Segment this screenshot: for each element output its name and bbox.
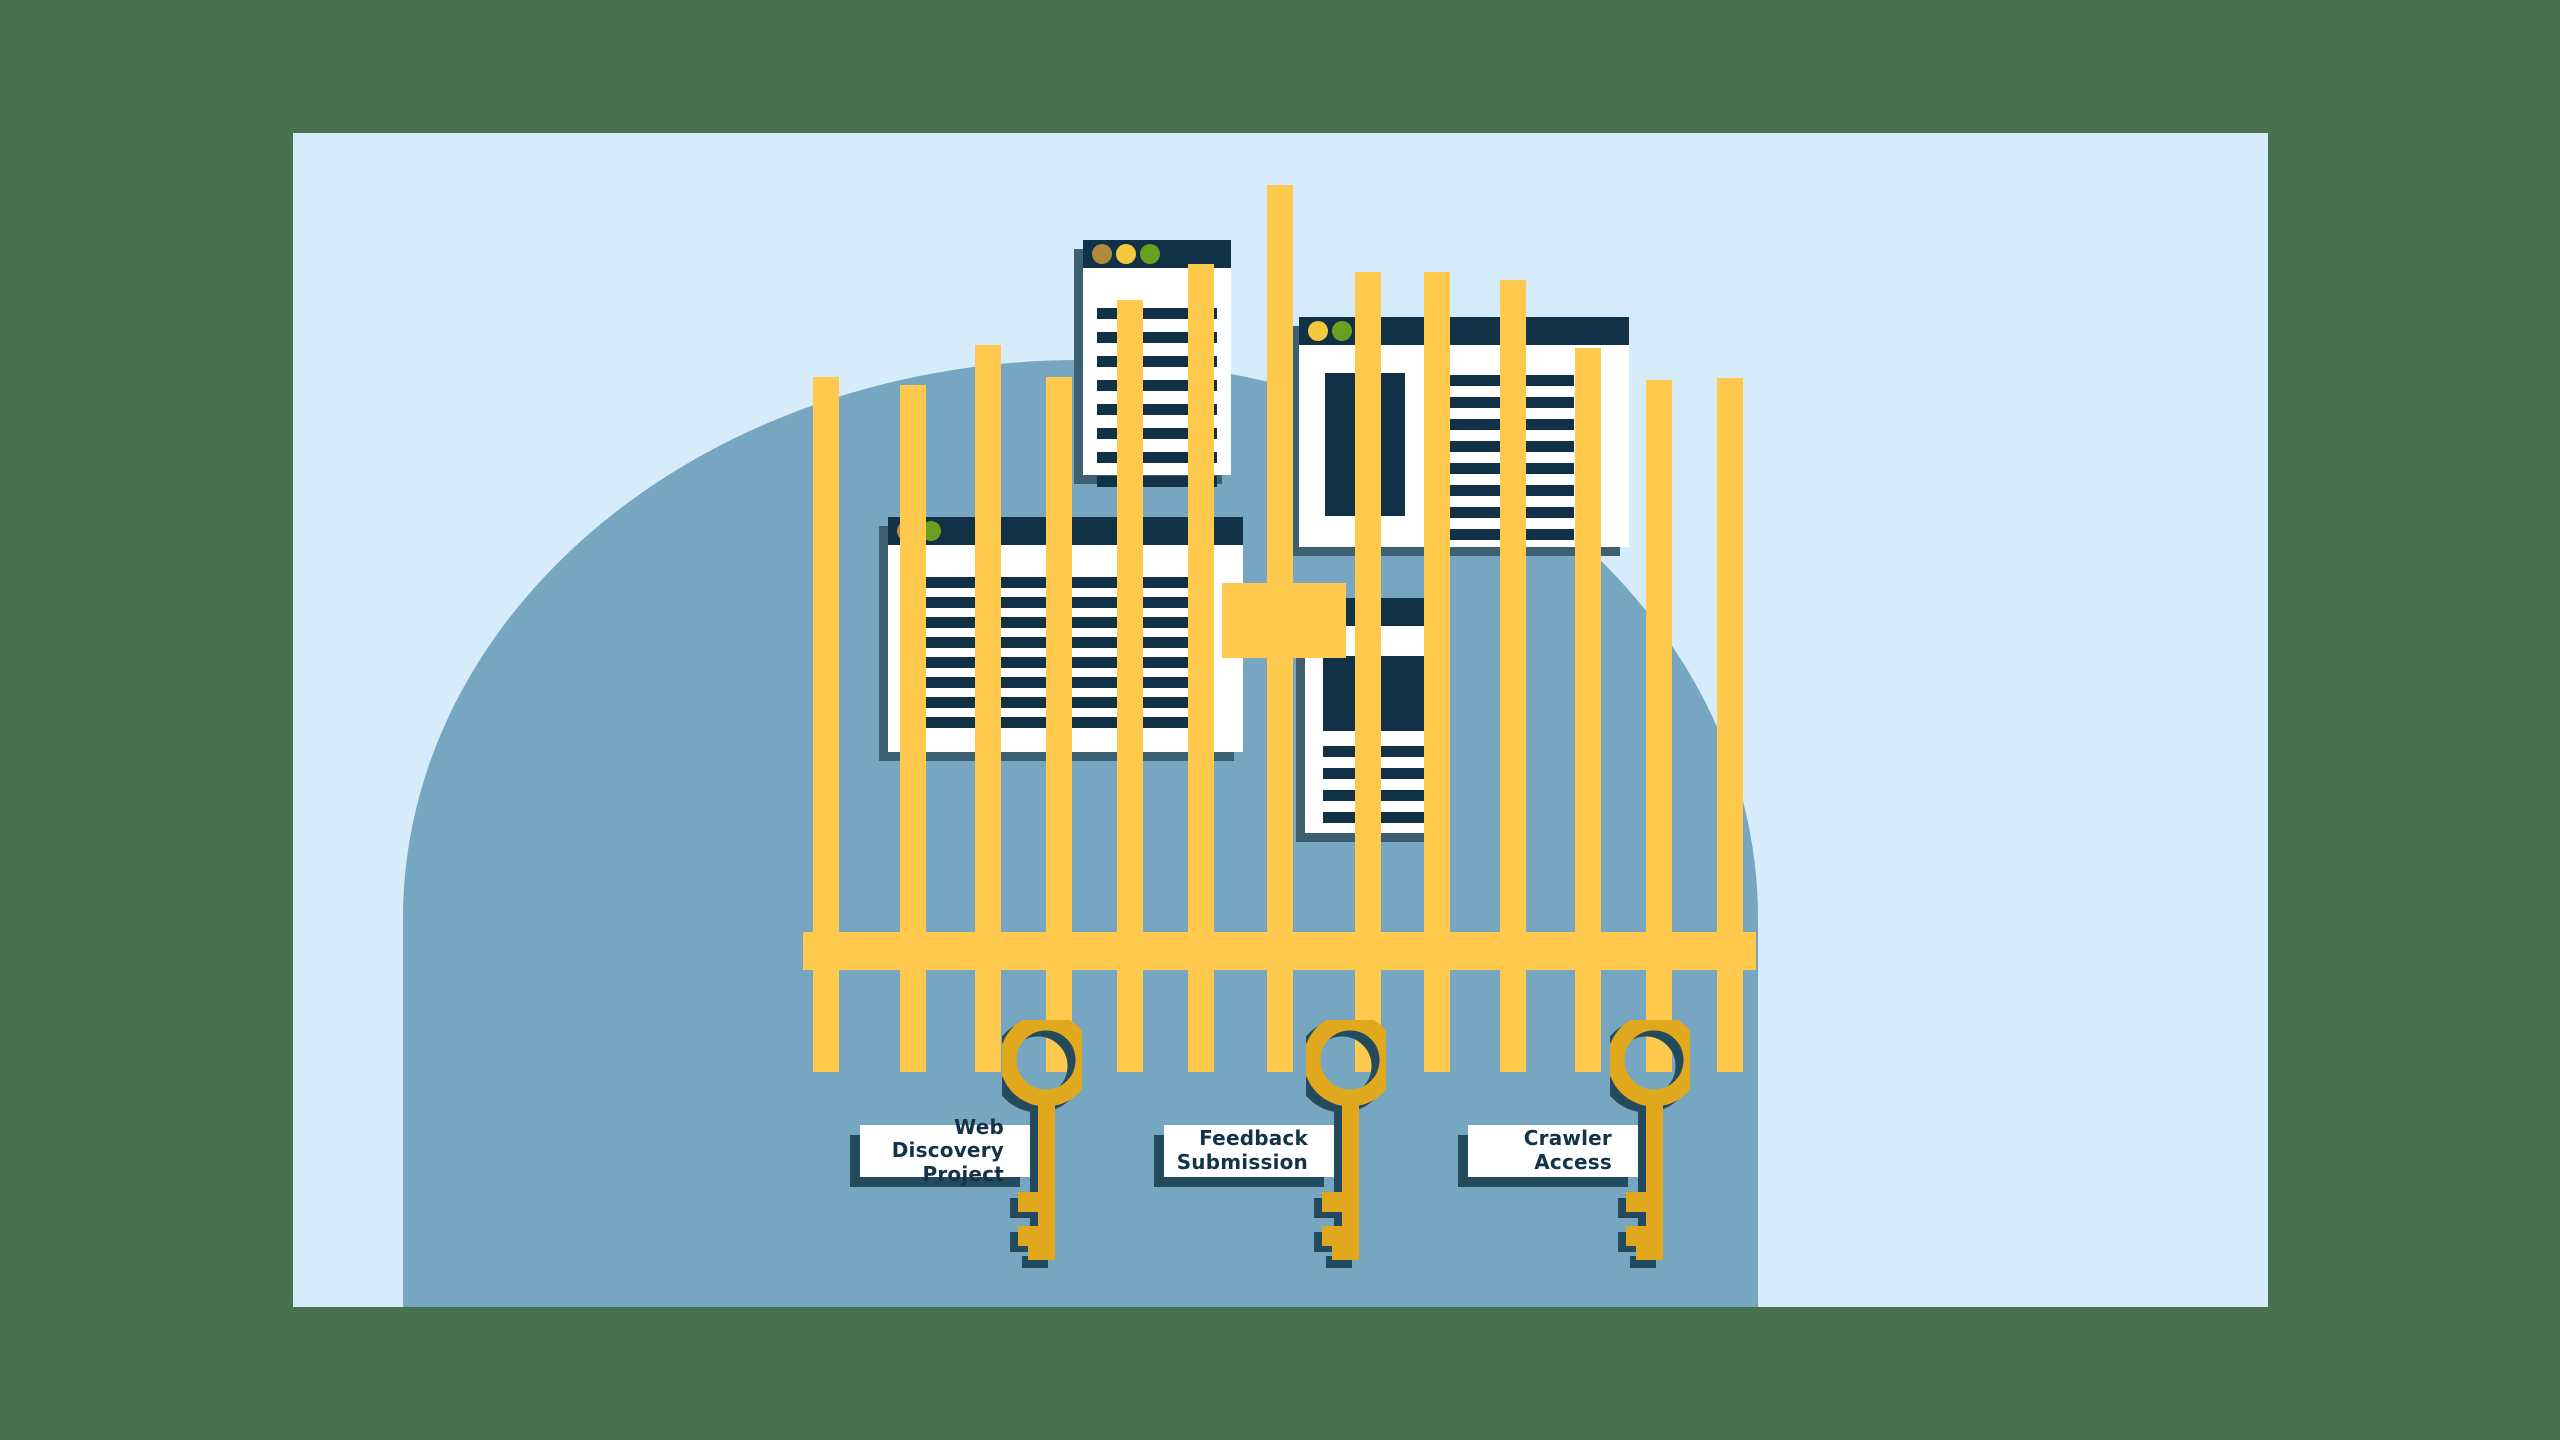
traffic-light-dot-yellow-icon[interactable] xyxy=(1116,244,1136,264)
gate-lock-block[interactable] xyxy=(1222,583,1346,658)
traffic-light-dot-green-icon[interactable] xyxy=(1140,244,1160,264)
content-line xyxy=(1097,356,1217,367)
content-line xyxy=(1097,428,1217,439)
key-gold-body xyxy=(1306,1020,1386,1260)
key-label-text: Crawler Access xyxy=(1523,1126,1612,1174)
key-label-text: Feedback Submission xyxy=(1176,1126,1308,1174)
content-line xyxy=(1097,308,1217,319)
content-line xyxy=(1097,332,1217,343)
traffic-light-dot-yellow-icon[interactable] xyxy=(1308,321,1328,341)
gate-bottom-rail xyxy=(803,932,1756,970)
plate-face: Crawler Access xyxy=(1468,1125,1638,1177)
traffic-light-dot-green-icon[interactable] xyxy=(1332,321,1352,341)
key-label-plate-feedback-submission: Feedback Submission xyxy=(1154,1125,1334,1187)
key-crawler-access[interactable] xyxy=(1610,1020,1690,1285)
content-line xyxy=(1097,476,1217,487)
window-titlebar xyxy=(1083,240,1231,268)
traffic-light-dot-green-icon[interactable] xyxy=(921,521,941,541)
window-titlebar xyxy=(1299,317,1629,345)
plate-face: Web Discovery Project xyxy=(860,1115,1030,1186)
key-label-text: Web Discovery Project xyxy=(891,1114,1004,1186)
content-line xyxy=(1097,404,1217,415)
browser-window-right xyxy=(1290,317,1629,556)
key-label-plate-crawler-access: Crawler Access xyxy=(1458,1125,1638,1187)
key-feedback-submission[interactable] xyxy=(1306,1020,1386,1285)
traffic-light-dot-brown-icon[interactable] xyxy=(1092,244,1112,264)
content-line xyxy=(1097,452,1217,463)
key-label-plate-web-discovery-project: Web Discovery Project xyxy=(850,1115,1030,1187)
plate-face: Feedback Submission xyxy=(1164,1125,1334,1177)
key-gold-body xyxy=(1610,1020,1690,1260)
key-web-discovery-project[interactable] xyxy=(1002,1020,1082,1285)
content-line xyxy=(1097,380,1217,391)
illustration-card: Web Discovery Project xyxy=(293,133,2268,1307)
key-gold-body xyxy=(1002,1020,1082,1260)
